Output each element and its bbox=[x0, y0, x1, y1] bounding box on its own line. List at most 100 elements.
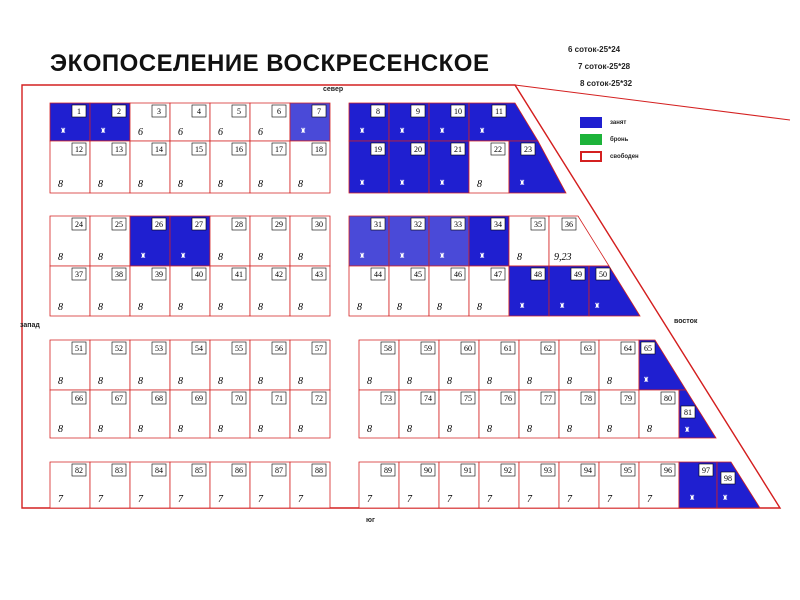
plot-31[interactable]: 31♜ bbox=[348, 215, 390, 267]
plot-95[interactable]: 957 bbox=[598, 461, 640, 509]
plot-67[interactable]: 678 bbox=[89, 389, 131, 439]
plot-65[interactable]: 65♜ bbox=[638, 339, 687, 391]
plot-84[interactable]: 847 bbox=[129, 461, 171, 509]
plot-8[interactable]: 8♜ bbox=[348, 102, 390, 142]
plot-49[interactable]: 49♜ bbox=[548, 265, 590, 317]
plot-57[interactable]: 578 bbox=[289, 339, 331, 391]
plot-88[interactable]: 887 bbox=[289, 461, 331, 509]
plot-87[interactable]: 877 bbox=[249, 461, 291, 509]
plot-30[interactable]: 308 bbox=[289, 215, 331, 267]
plot-82[interactable]: 827 bbox=[49, 461, 91, 509]
plot-25[interactable]: 258 bbox=[89, 215, 131, 267]
plot-48[interactable]: 48♜ bbox=[508, 265, 550, 317]
plot-27[interactable]: 27♜ bbox=[169, 215, 211, 267]
plot-83[interactable]: 837 bbox=[89, 461, 131, 509]
plot-35[interactable]: 358 bbox=[508, 215, 550, 267]
plot-68[interactable]: 688 bbox=[129, 389, 171, 439]
plot-41[interactable]: 418 bbox=[209, 265, 251, 317]
plot-17[interactable]: 178 bbox=[249, 140, 291, 194]
plot-81[interactable]: 81♜ bbox=[678, 389, 717, 439]
plot-94[interactable]: 947 bbox=[558, 461, 600, 509]
plot-19[interactable]: 19♜ bbox=[348, 140, 390, 194]
plot-25-size: 8 bbox=[98, 252, 103, 263]
plot-63[interactable]: 638 bbox=[558, 339, 600, 391]
plot-9[interactable]: 9♜ bbox=[388, 102, 430, 142]
plot-20[interactable]: 20♜ bbox=[388, 140, 430, 194]
plot-29[interactable]: 298 bbox=[249, 215, 291, 267]
plot-59[interactable]: 598 bbox=[398, 339, 440, 391]
plot-80[interactable]: 808 bbox=[638, 389, 680, 439]
plot-61-tag bbox=[500, 341, 516, 355]
plot-46[interactable]: 468 bbox=[428, 265, 470, 317]
plot-98[interactable]: 98♜ bbox=[716, 461, 761, 509]
plot-62[interactable]: 628 bbox=[518, 339, 560, 391]
plot-11[interactable]: 11♜ bbox=[468, 102, 539, 142]
plot-50[interactable]: 50♜ bbox=[588, 265, 641, 317]
plot-45[interactable]: 458 bbox=[388, 265, 430, 317]
plot-71[interactable]: 718 bbox=[249, 389, 291, 439]
plot-96[interactable]: 967 bbox=[638, 461, 680, 509]
plot-40[interactable]: 408 bbox=[169, 265, 211, 317]
plot-14[interactable]: 148 bbox=[129, 140, 171, 194]
plot-56[interactable]: 568 bbox=[249, 339, 291, 391]
plot-21[interactable]: 21♜ bbox=[428, 140, 470, 194]
plot-97[interactable]: 97♜ bbox=[678, 461, 718, 509]
plot-89[interactable]: 897 bbox=[358, 461, 400, 509]
plot-60[interactable]: 608 bbox=[438, 339, 480, 391]
plot-47[interactable]: 478 bbox=[468, 265, 510, 317]
plot-52[interactable]: 528 bbox=[89, 339, 131, 391]
plot-69[interactable]: 698 bbox=[169, 389, 211, 439]
plot-42[interactable]: 428 bbox=[249, 265, 291, 317]
plot-92[interactable]: 927 bbox=[478, 461, 520, 509]
plot-78[interactable]: 788 bbox=[558, 389, 600, 439]
plot-77[interactable]: 778 bbox=[518, 389, 560, 439]
plot-64[interactable]: 648 bbox=[598, 339, 640, 391]
plot-39[interactable]: 398 bbox=[129, 265, 171, 317]
plot-22[interactable]: 228 bbox=[468, 140, 510, 194]
plot-73[interactable]: 738 bbox=[358, 389, 400, 439]
plot-5[interactable]: 56 bbox=[209, 102, 251, 142]
plot-7[interactable]: 7♜ bbox=[289, 102, 331, 142]
plot-18[interactable]: 188 bbox=[289, 140, 331, 194]
plot-66[interactable]: 668 bbox=[49, 389, 91, 439]
plot-6[interactable]: 66 bbox=[249, 102, 291, 142]
plot-85[interactable]: 857 bbox=[169, 461, 211, 509]
plot-12[interactable]: 128 bbox=[49, 140, 91, 194]
plot-36[interactable]: 369,23 bbox=[548, 215, 610, 267]
plot-51[interactable]: 518 bbox=[49, 339, 91, 391]
plot-91[interactable]: 917 bbox=[438, 461, 480, 509]
plot-53[interactable]: 538 bbox=[129, 339, 171, 391]
plot-2[interactable]: 2♜ bbox=[89, 102, 131, 142]
plot-34[interactable]: 34♜ bbox=[468, 215, 510, 267]
plot-26[interactable]: 26♜ bbox=[129, 215, 171, 267]
plot-75[interactable]: 758 bbox=[438, 389, 480, 439]
plot-74[interactable]: 748 bbox=[398, 389, 440, 439]
plot-72[interactable]: 728 bbox=[289, 389, 331, 439]
plot-70[interactable]: 708 bbox=[209, 389, 251, 439]
plot-33[interactable]: 33♜ bbox=[428, 215, 470, 267]
plot-32[interactable]: 32♜ bbox=[388, 215, 430, 267]
plot-13[interactable]: 138 bbox=[89, 140, 131, 194]
plot-55[interactable]: 558 bbox=[209, 339, 251, 391]
plot-44[interactable]: 448 bbox=[348, 265, 390, 317]
plot-10[interactable]: 10♜ bbox=[428, 102, 470, 142]
plot-3[interactable]: 36 bbox=[129, 102, 171, 142]
plot-4[interactable]: 46 bbox=[169, 102, 211, 142]
plot-15[interactable]: 158 bbox=[169, 140, 211, 194]
plot-90[interactable]: 907 bbox=[398, 461, 440, 509]
plot-23[interactable]: 23♜ bbox=[508, 140, 567, 194]
plot-16[interactable]: 168 bbox=[209, 140, 251, 194]
plot-28[interactable]: 288 bbox=[209, 215, 251, 267]
plot-37[interactable]: 378 bbox=[49, 265, 91, 317]
plot-93[interactable]: 937 bbox=[518, 461, 560, 509]
plot-76[interactable]: 768 bbox=[478, 389, 520, 439]
plot-43[interactable]: 438 bbox=[289, 265, 331, 317]
plot-24[interactable]: 248 bbox=[49, 215, 91, 267]
plot-61[interactable]: 618 bbox=[478, 339, 520, 391]
plot-1[interactable]: 1♜ bbox=[49, 102, 91, 142]
plot-58[interactable]: 588 bbox=[358, 339, 400, 391]
plot-38[interactable]: 388 bbox=[89, 265, 131, 317]
plot-79[interactable]: 798 bbox=[598, 389, 640, 439]
plot-86[interactable]: 867 bbox=[209, 461, 251, 509]
plot-54[interactable]: 548 bbox=[169, 339, 211, 391]
